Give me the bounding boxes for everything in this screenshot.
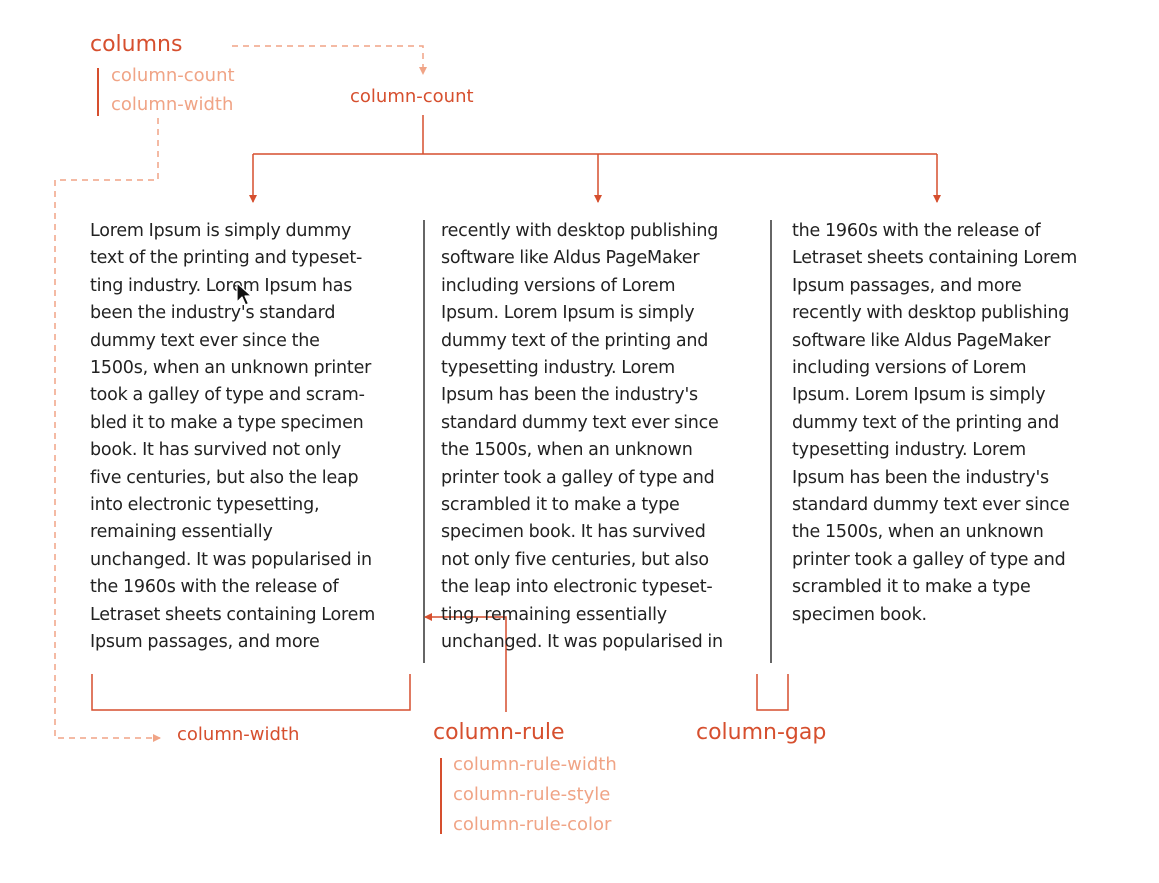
column-rule-pointer (424, 613, 507, 712)
column-gap-bracket (756, 674, 789, 711)
column-width-label: column-width (177, 724, 300, 745)
columns-sub-column-width: column-width (111, 94, 234, 115)
text-line: Ipsum passages, and more (792, 275, 1022, 296)
text-line: unchanged. It was popularised in (90, 549, 372, 570)
text-line: specimen book. It has survived (441, 522, 706, 543)
text-line: software like Aldus PageMaker (792, 330, 1051, 351)
columns-label: columns (90, 32, 183, 57)
text-line: typesetting industry. Lorem (792, 440, 1027, 461)
text-column-2: recently with desktop publishing software… (441, 218, 759, 657)
text-line: not only five centuries, but also (441, 549, 709, 570)
text-line: printer took a galley of type and (792, 549, 1066, 570)
text-line: Ipsum. Lorem Ipsum is simply (792, 385, 1046, 406)
text-line: the leap into electronic typeset- (441, 577, 713, 598)
text-line: including versions of Lorem (792, 358, 1027, 379)
text-line: the 1500s, when an unknown (792, 522, 1044, 543)
text-line: scrambled it to make a type (792, 577, 1031, 598)
text-line: Ipsum has been the industry's (441, 385, 698, 406)
column-gap-label: column-gap (696, 720, 827, 745)
text-line: typesetting industry. Lorem (441, 358, 676, 379)
text-line: Ipsum. Lorem Ipsum is simply (441, 303, 695, 324)
column-rule-label: column-rule (433, 720, 565, 745)
text-line: software like Aldus PageMaker (441, 248, 700, 269)
text-line: 1500s, when an unknown printer (90, 358, 372, 379)
text-line: into electronic typesetting, (90, 495, 320, 516)
text-line: ting, remaining essentially (441, 604, 667, 625)
text-line: printer took a galley of type and (441, 467, 715, 488)
text-line: scrambled it to make a type (441, 495, 680, 516)
text-line: bled it to make a type specimen (90, 412, 364, 433)
dashed-link-columns-to-width (54, 118, 161, 742)
text-line: including versions of Lorem (441, 275, 676, 296)
text-line: ting industry. Lorem Ipsum has (90, 275, 353, 296)
text-line: dummy text of the printing and (792, 412, 1060, 433)
text-line: the 1960s with the release of (792, 221, 1041, 241)
text-line: dummy text of the printing and (441, 330, 709, 351)
dashed-link-columns-to-count (232, 45, 427, 75)
text-line: Ipsum has been the industry's (792, 467, 1049, 488)
text-line: remaining essentially (90, 522, 273, 543)
text-column-1: Lorem Ipsum is simply dummy text of the p… (90, 218, 408, 657)
text-line: recently with desktop publishing (441, 221, 719, 241)
text-line: book. It has survived not only (90, 440, 342, 461)
column-rule-sub-style: column-rule-style (453, 784, 611, 805)
text-line: recently with desktop publishing (792, 303, 1070, 324)
column-rule-sub-color: column-rule-color (453, 814, 612, 835)
text-line: Letraset sheets containing Lorem (792, 248, 1078, 269)
text-line: text of the printing and typeset- (90, 248, 363, 269)
text-column-3: the 1960s with the release of Letraset sh… (792, 218, 1110, 629)
text-line: the 1500s, when an unknown (441, 440, 693, 461)
text-line: five centuries, but also the leap (90, 467, 359, 488)
column-width-bracket (91, 674, 411, 711)
text-line: took a galley of type and scram- (90, 385, 365, 406)
column-rule-sub-width: column-rule-width (453, 754, 617, 775)
columns-sub-column-count: column-count (111, 65, 235, 86)
text-line: Ipsum passages, and more (90, 632, 320, 653)
text-line: standard dummy text ever since (792, 495, 1070, 516)
column-count-label: column-count (350, 86, 474, 107)
text-line: specimen book. (792, 604, 927, 625)
text-line: Lorem Ipsum is simply dummy (90, 221, 352, 241)
text-line: the 1960s with the release of (90, 577, 339, 598)
text-line: unchanged. It was popularised in (441, 632, 723, 653)
text-line: dummy text ever since the (90, 330, 320, 351)
text-line: Letraset sheets containing Lorem (90, 604, 376, 625)
text-line: been the industry's standard (90, 303, 336, 324)
mouse-pointer-icon (236, 282, 253, 306)
text-line: standard dummy text ever since (441, 412, 719, 433)
